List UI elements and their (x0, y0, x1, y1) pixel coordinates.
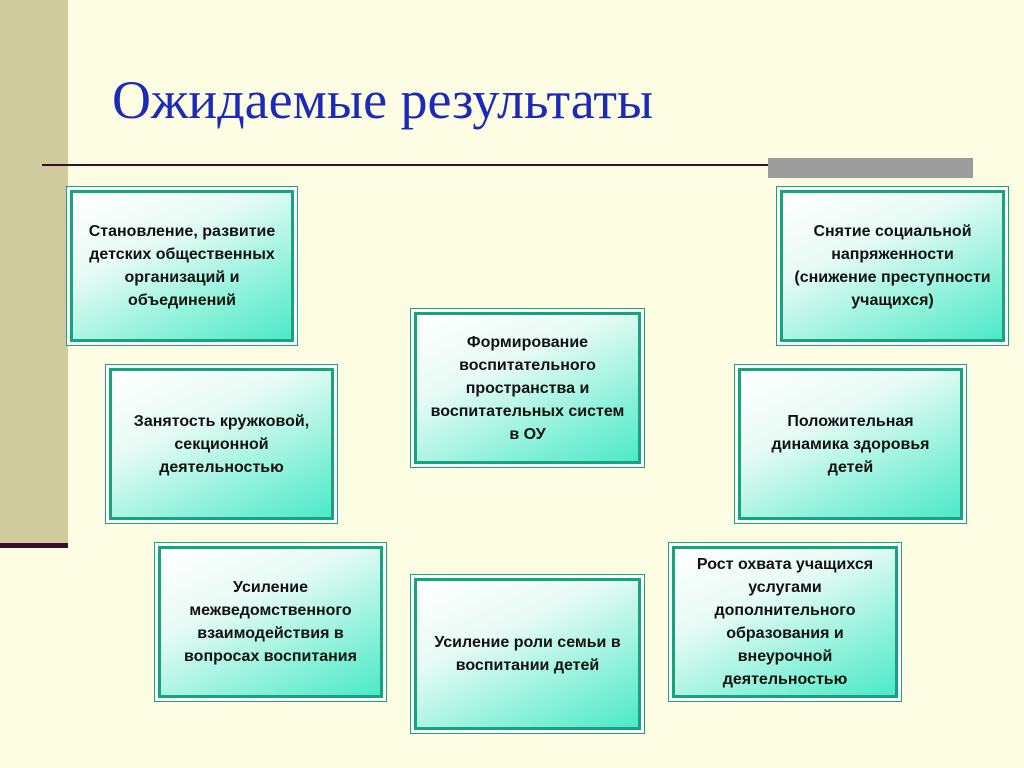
title-rule (42, 164, 972, 166)
left-band-underline (0, 543, 68, 548)
slide-title: Ожидаемые результаты (112, 70, 654, 130)
title-rule-accent (768, 158, 973, 178)
result-box-text: Снятие социальной напряженности (снижени… (794, 223, 991, 309)
result-box-inner: Формирование воспитательного пространств… (414, 312, 641, 464)
result-box-childrens-organizations: Становление, развитие детских общественн… (66, 186, 298, 346)
result-box-text: Усиление роли семьи в воспитании детей (434, 634, 621, 674)
result-box-text: Рост охвата учащихся услугами дополнител… (696, 556, 874, 688)
result-box-text: Становление, развитие детских общественн… (88, 223, 276, 309)
result-box-family-role: Усиление роли семьи в воспитании детей (410, 574, 645, 734)
result-box-inner: Усиление межведомственного взаимодействи… (158, 546, 383, 698)
result-box-club-activities: Занятость кружковой, секционной деятельн… (105, 364, 338, 524)
result-box-text: Положительная динамика здоровья детей (771, 412, 930, 476)
result-box-text: Формирование воспитательного пространств… (430, 333, 625, 443)
result-box-additional-education: Рост охвата учащихся услугами дополнител… (668, 542, 902, 702)
result-box-health-dynamics: Положительная динамика здоровья детей (734, 364, 967, 524)
result-box-social-tension: Снятие социальной напряженности (снижени… (776, 186, 1009, 346)
result-box-educational-space: Формирование воспитательного пространств… (410, 308, 645, 468)
result-box-inner: Положительная динамика здоровья детей (738, 368, 963, 520)
result-box-text: Усиление межведомственного взаимодействи… (184, 579, 357, 665)
result-box-inner: Рост охвата учащихся услугами дополнител… (672, 546, 898, 698)
result-box-inner: Усиление роли семьи в воспитании детей (414, 578, 641, 730)
result-box-interagency-cooperation: Усиление межведомственного взаимодействи… (154, 542, 387, 702)
result-box-inner: Снятие социальной напряженности (снижени… (780, 190, 1005, 342)
result-box-text: Занятость кружковой, секционной деятельн… (133, 412, 310, 476)
left-decorative-band (0, 0, 68, 548)
result-box-inner: Становление, развитие детских общественн… (70, 190, 294, 342)
result-box-inner: Занятость кружковой, секционной деятельн… (109, 368, 334, 520)
